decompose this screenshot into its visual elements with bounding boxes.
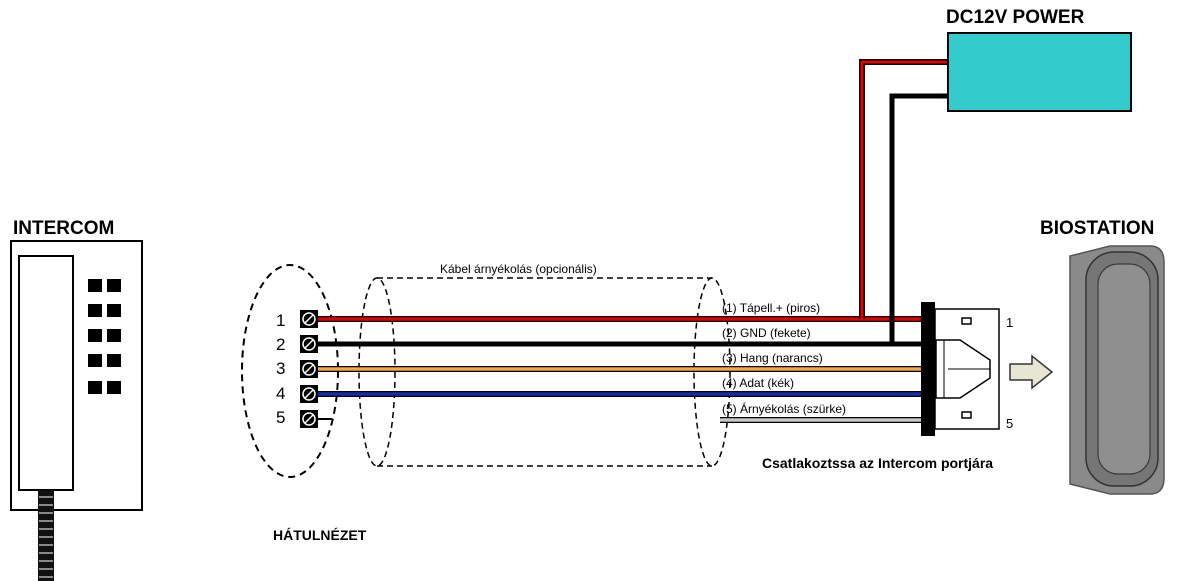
intercom-coiled-cord <box>38 490 54 581</box>
terminal-screw-3 <box>300 360 318 378</box>
terminal-screw-1 <box>300 310 318 328</box>
power-supply-box <box>947 32 1132 112</box>
wire-label-1: (1) Tápell.+ (piros) <box>722 301 820 315</box>
intercom-handset <box>18 255 74 491</box>
biostation-title: BIOSTATION <box>1040 218 1154 239</box>
biostation-device <box>1069 245 1165 495</box>
rear-view-label: HÁTULNÉZET <box>273 527 367 543</box>
terminal-block: 1 2 3 4 5 <box>276 310 318 428</box>
terminal-screw-2 <box>300 335 318 353</box>
terminal-number-5: 5 <box>276 408 285 427</box>
connector <box>921 302 1000 436</box>
power-lead-positive <box>860 60 948 319</box>
terminal-screw-4 <box>300 385 318 403</box>
arrow-right-icon <box>1009 354 1054 390</box>
terminal-number-1: 1 <box>276 311 285 330</box>
connector-pin-1: 1 <box>1006 315 1013 330</box>
terminal-number-2: 2 <box>276 335 285 354</box>
power-lead-ground <box>889 93 948 344</box>
wire-label-5: (5) Árnyékolás (szürke) <box>722 401 846 416</box>
power-title: DC12V POWER <box>946 7 1085 28</box>
terminal-screw-5 <box>300 410 318 428</box>
connect-note: Csatlakoztssa az Intercom portjára <box>762 455 993 471</box>
intercom-title: INTERCOM <box>13 218 114 239</box>
terminal-number-3: 3 <box>276 359 285 378</box>
wire-label-3: (3) Hang (narancs) <box>722 351 823 365</box>
intercom-keypad <box>88 279 121 394</box>
wire-label-4: (4) Adat (kék) <box>722 376 794 390</box>
wire-label-2: (2) GND (fekete) <box>722 326 811 340</box>
terminal-number-4: 4 <box>276 384 285 403</box>
power-lead-positive-outline <box>859 59 948 319</box>
shield-label: Kábel árnyékolás (opcionális) <box>440 262 597 276</box>
intercom-device: INTERCOM <box>10 218 143 581</box>
connector-pin-5: 5 <box>1006 416 1013 431</box>
